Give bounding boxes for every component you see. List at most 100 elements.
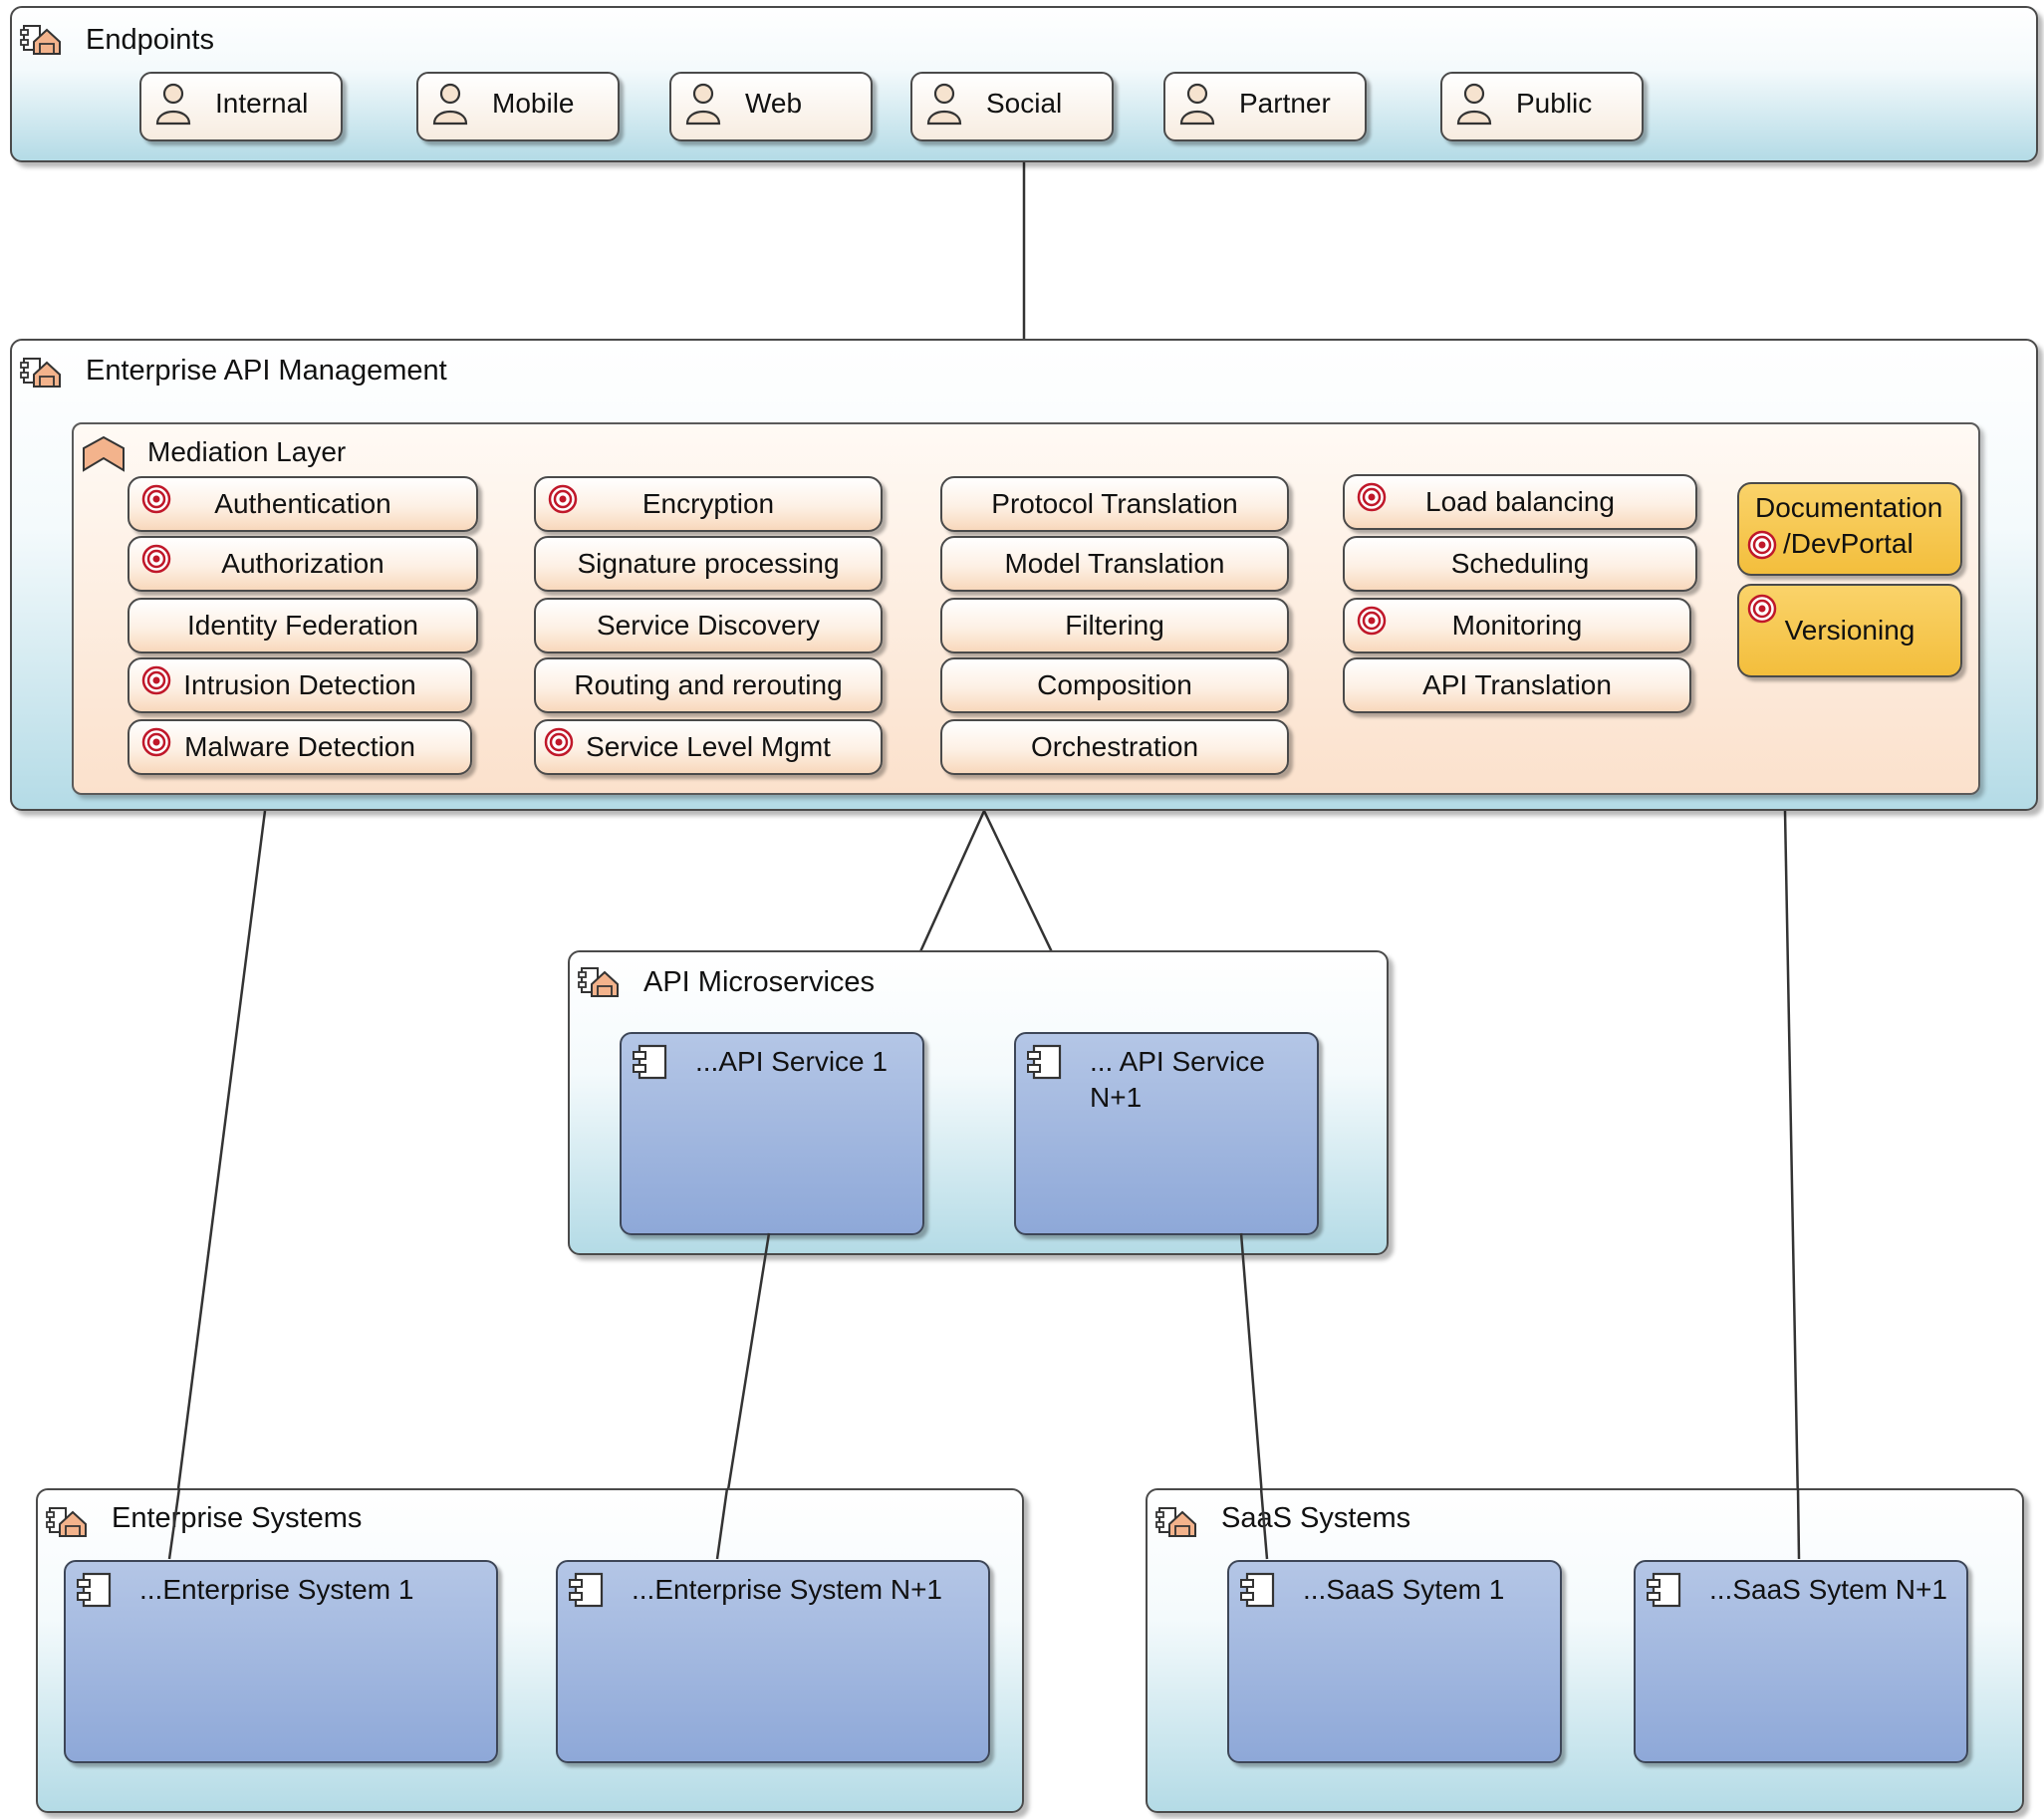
enterprise-system-1[interactable]: ...Enterprise System 1 [64, 1560, 498, 1763]
pill-label: Encryption [641, 488, 775, 519]
component-icon [1646, 1572, 1681, 1608]
goal-target-icon [141, 665, 171, 695]
collaboration-group-icon [1155, 1502, 1199, 1540]
layer-chevron-icon [82, 434, 126, 472]
pill-label: Filtering [1065, 610, 1164, 641]
component-icon [76, 1572, 112, 1608]
goal-target-icon [1357, 606, 1387, 636]
component-icon [568, 1572, 604, 1608]
api-service-1[interactable]: ...API Service 1 [620, 1032, 924, 1235]
documentation-label-line1: Documentation [1755, 492, 1943, 523]
pill-label: Scheduling [1450, 548, 1590, 579]
pill-protocol-translation[interactable]: Protocol Translation [940, 476, 1289, 532]
collaboration-group-icon [20, 20, 64, 58]
pill-label: Routing and rerouting [574, 669, 843, 700]
endpoint-label: Partner [1239, 88, 1331, 119]
pill-label: Authentication [214, 488, 391, 519]
endpoint-internal[interactable]: Internal [139, 72, 343, 141]
component-icon [1026, 1044, 1062, 1080]
pill-intrusion-detection[interactable]: Intrusion Detection [128, 657, 472, 713]
eam-group[interactable]: Enterprise API Management Mediation Laye… [10, 339, 2038, 811]
pill-malware-detection[interactable]: Malware Detection [128, 719, 472, 775]
endpoint-label: Mobile [492, 88, 575, 119]
microservices-title: API Microservices [643, 966, 876, 998]
pill-label: Service Level Mgmt [586, 731, 831, 762]
enterprise-systems-group[interactable]: Enterprise Systems ...Enterprise System … [36, 1488, 1024, 1813]
saas-system-1-label: ...SaaS Sytem 1 [1303, 1574, 1505, 1605]
api-service-n1[interactable]: ... API Service N+1 [1014, 1032, 1319, 1235]
pill-label: Composition [1037, 669, 1192, 700]
endpoint-label: Internal [215, 88, 309, 119]
pill-load-balancing[interactable]: Load balancing [1343, 474, 1697, 530]
goal-target-icon [544, 727, 574, 757]
endpoint-label: Social [986, 88, 1063, 119]
goal-target-icon [548, 484, 578, 514]
pill-model-translation[interactable]: Model Translation [940, 536, 1289, 592]
endpoint-web[interactable]: Web [669, 72, 873, 141]
pill-authentication[interactable]: Authentication [128, 476, 478, 532]
saas-system-n1-label: ...SaaS Sytem N+1 [1709, 1574, 1947, 1605]
api-service-n1-line1: ... API Service [1090, 1046, 1265, 1077]
pill-label: Signature processing [577, 548, 840, 579]
actor-icon [924, 82, 964, 126]
component-icon [632, 1044, 667, 1080]
endpoints-title: Endpoints [86, 24, 214, 56]
api-microservices-group[interactable]: API Microservices ...API Service 1 ... A… [568, 950, 1389, 1255]
pill-orchestration[interactable]: Orchestration [940, 719, 1289, 775]
enterprise-system-n1[interactable]: ...Enterprise System N+1 [556, 1560, 990, 1763]
goal-target-icon [141, 484, 171, 514]
endpoint-label: Web [745, 88, 803, 119]
collaboration-group-icon [46, 1502, 90, 1540]
endpoint-public[interactable]: Public [1440, 72, 1644, 141]
endpoint-partner[interactable]: Partner [1163, 72, 1367, 141]
endpoint-social[interactable]: Social [910, 72, 1114, 141]
endpoints-group[interactable]: Endpoints Internal Mobile Web Social Par… [10, 6, 2038, 162]
pill-service-discovery[interactable]: Service Discovery [534, 598, 883, 653]
pill-routing-rerouting[interactable]: Routing and rerouting [534, 657, 883, 713]
mediation-layer[interactable]: Mediation Layer Authentication Authoriza… [72, 422, 1980, 795]
saas-systems-group[interactable]: SaaS Systems ...SaaS Sytem 1 ...SaaS Syt… [1146, 1488, 2024, 1813]
endpoint-mobile[interactable]: Mobile [416, 72, 620, 141]
pill-authorization[interactable]: Authorization [128, 536, 478, 592]
goal-versioning[interactable]: Versioning [1737, 584, 1962, 677]
saas-system-n1[interactable]: ...SaaS Sytem N+1 [1634, 1560, 1968, 1763]
pill-filtering[interactable]: Filtering [940, 598, 1289, 653]
enterprise-system-n1-label: ...Enterprise System N+1 [632, 1574, 943, 1605]
documentation-label-line2: /DevPortal [1783, 528, 1914, 559]
saas-system-1[interactable]: ...SaaS Sytem 1 [1227, 1560, 1562, 1763]
mediation-title: Mediation Layer [147, 436, 347, 467]
goal-target-icon [1357, 482, 1387, 512]
actor-icon [683, 82, 723, 126]
goal-documentation-devportal[interactable]: Documentation /DevPortal [1737, 482, 1962, 576]
connector-eam-saasN [1783, 810, 1801, 1560]
actor-icon [1177, 82, 1217, 126]
api-service-n1-label: ... API Service N+1 [1090, 1044, 1265, 1116]
enterprise-system-1-label: ...Enterprise System 1 [139, 1574, 414, 1605]
pill-service-level-mgmt[interactable]: Service Level Mgmt [534, 719, 883, 775]
pill-scheduling[interactable]: Scheduling [1343, 536, 1697, 592]
pill-label: Identity Federation [187, 610, 418, 641]
connector-eam-enterprise1 [167, 810, 267, 1560]
saas-title: SaaS Systems [1221, 1502, 1411, 1534]
endpoint-label: Public [1516, 88, 1593, 119]
pill-composition[interactable]: Composition [940, 657, 1289, 713]
pill-signature-processing[interactable]: Signature processing [534, 536, 883, 592]
goal-target-icon [141, 544, 171, 574]
pill-label: Service Discovery [596, 610, 821, 641]
pill-label: Protocol Translation [991, 488, 1238, 519]
actor-icon [430, 82, 470, 126]
pill-identity-federation[interactable]: Identity Federation [128, 598, 478, 653]
eam-title: Enterprise API Management [86, 355, 447, 387]
pill-monitoring[interactable]: Monitoring [1343, 598, 1691, 653]
actor-icon [1454, 82, 1494, 126]
pill-api-translation[interactable]: API Translation [1343, 657, 1691, 713]
collaboration-group-icon [20, 353, 64, 390]
pill-label: Orchestration [1030, 731, 1199, 762]
pill-label: API Translation [1422, 669, 1612, 700]
goal-target-icon [1747, 594, 1777, 624]
actor-icon [153, 82, 193, 126]
pill-encryption[interactable]: Encryption [534, 476, 883, 532]
api-service-1-label: ...API Service 1 [695, 1046, 888, 1077]
pill-label: Model Translation [1004, 548, 1225, 579]
